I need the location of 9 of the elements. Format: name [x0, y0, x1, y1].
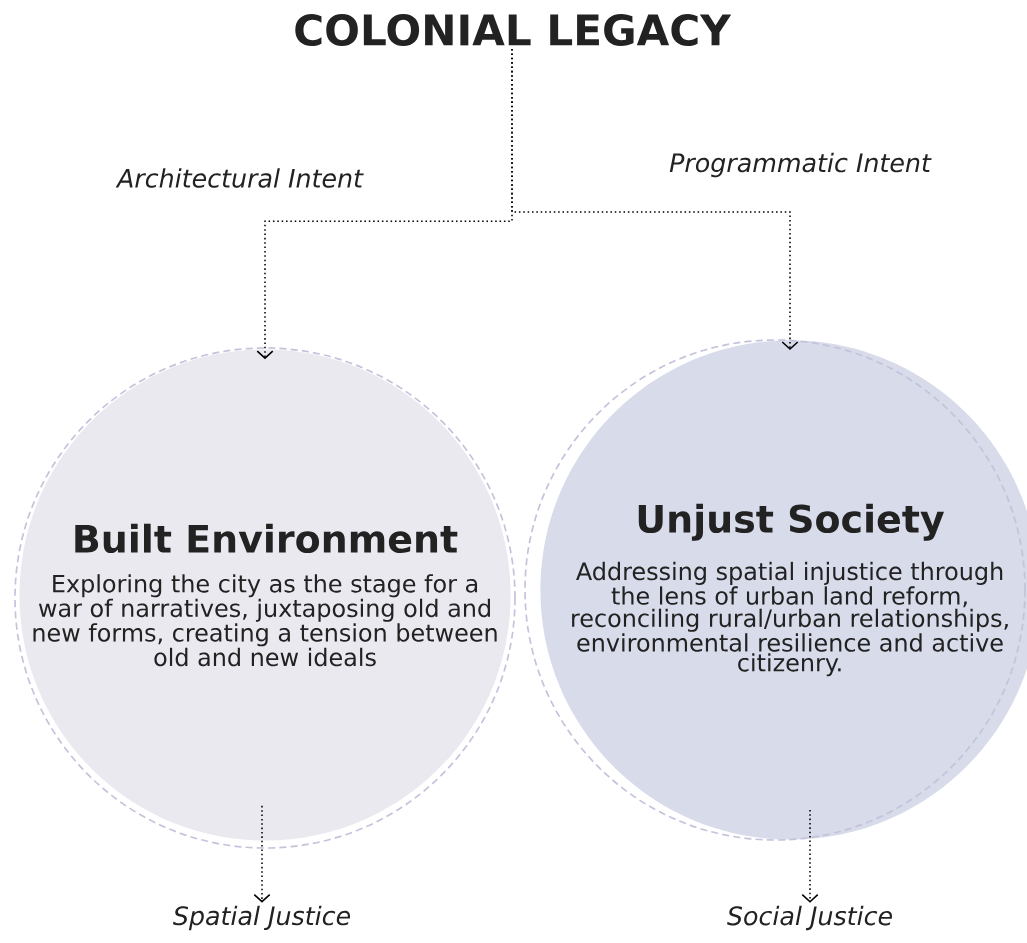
arrow — [253, 805, 271, 903]
arrow — [511, 48, 799, 351]
edge-label: Architectural Intent — [114, 165, 366, 191]
circle-node: Built Environment Exploring the city as the stage for a war of narratives, juxtaposing old and new forms, creating a tension between old and new ideals — [19, 349, 511, 841]
outcome-text: Spatial Justice — [173, 905, 351, 931]
edge-label: Programmatic Intent — [666, 149, 934, 181]
arrow — [801, 809, 819, 903]
outcome-text: Social Justice — [727, 905, 892, 931]
title-text: COLONIAL LEGACY — [295, 14, 732, 46]
